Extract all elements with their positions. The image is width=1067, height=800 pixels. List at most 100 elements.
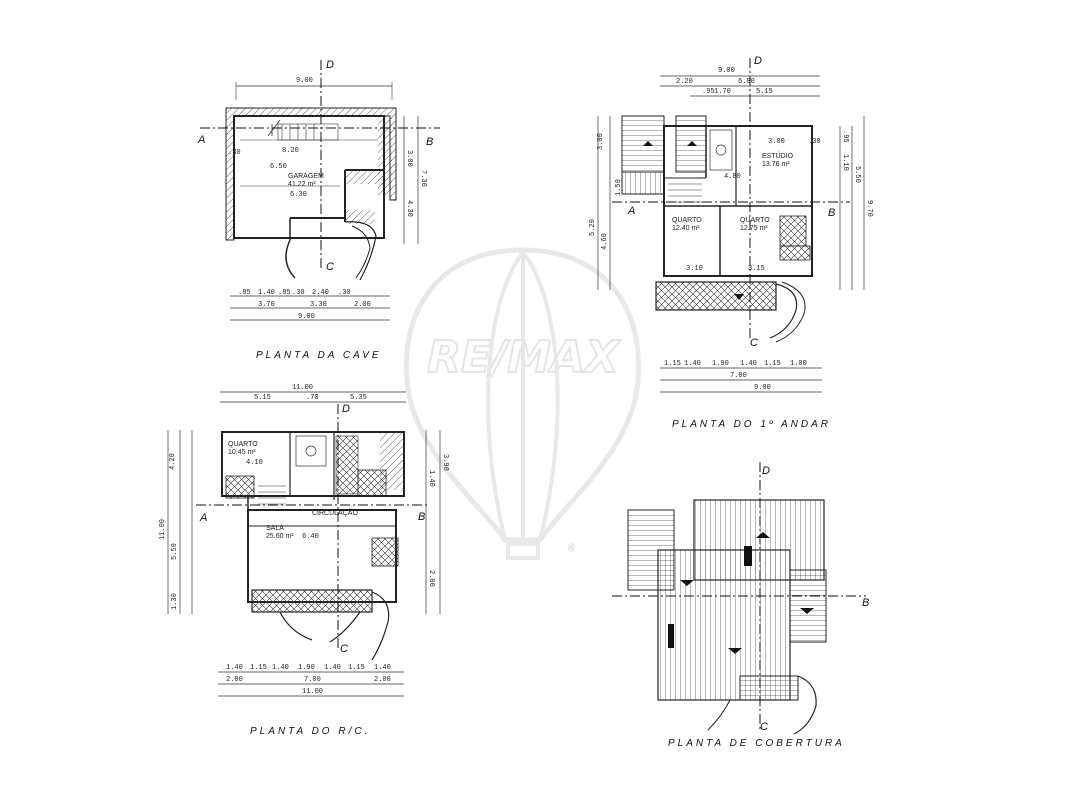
roof-section-d: D xyxy=(762,465,770,477)
rc-dim-top-c: 5.35 xyxy=(350,394,367,402)
cave-dim-left-small: .30 xyxy=(228,149,241,157)
rc-title: PLANTA DO R/C. xyxy=(250,726,370,737)
ff-dim-bot-b: 1.40 xyxy=(684,360,701,368)
rc-dim-bot-a: 1.40 xyxy=(226,664,243,672)
rc-dim-right-b: 1.40 xyxy=(427,470,435,487)
ff-section-b: B xyxy=(828,207,835,219)
rc-dim-inner-a: 4.10 xyxy=(246,459,263,467)
ff-room-estudio: ESTÚDIO xyxy=(762,151,794,160)
rc-dim-bot-b: 1.15 xyxy=(250,664,267,672)
rc-dim-bot-h: 2.00 xyxy=(226,676,243,684)
ff-dim-bot-a: 1.15 xyxy=(664,360,681,368)
rc-dim-bot-e: 1.40 xyxy=(324,664,341,672)
rc-room-quarto: QUARTO xyxy=(228,441,258,448)
rc-section-d: D xyxy=(342,403,350,415)
ff-room-quarto-1-area: 12.40 m² xyxy=(672,225,700,232)
rc-dim-bot-g: 1.40 xyxy=(374,664,391,672)
cave-dim-b-a: .85 xyxy=(238,289,251,297)
cave-dim-right-h2: 7.30 xyxy=(419,170,427,187)
cave-room-garagem: GARAGEM xyxy=(288,173,324,180)
ff-dim-inner-a: 3.80 xyxy=(768,138,785,146)
ff-dim-top-d: 1.70 xyxy=(714,88,731,96)
rc-dim-top-total: 11.00 xyxy=(292,384,313,392)
remax-balloon-watermark: RE/MAX ® xyxy=(403,247,642,560)
ff-dim-mid-a: 4.80 xyxy=(724,173,741,181)
ff-room-quarto-1: QUARTO xyxy=(672,217,702,224)
watermark-registered: ® xyxy=(568,544,575,556)
rc-dim-bot-c: 1.40 xyxy=(272,664,289,672)
cave-dim-b-c: .85 xyxy=(278,289,291,297)
rc-room-circulacao: CIRCULAÇÃO xyxy=(312,508,358,517)
rc-room-sala: SALA xyxy=(266,525,284,532)
ff-room-estudio-area: 13.76 m² xyxy=(762,161,790,168)
ff-dim-right-d: 9.70 xyxy=(865,200,873,217)
ff-dim-left-b: 5.20 xyxy=(589,219,597,236)
ff-dim-bot-f: 1.00 xyxy=(790,360,807,368)
ff-dim-top-e: 5.15 xyxy=(756,88,773,96)
cave-dim-inner-w1: 8.20 xyxy=(282,147,299,155)
rc-section-c: C xyxy=(340,643,348,655)
cave-dim-b-h: 3.30 xyxy=(310,301,327,309)
cave-dim-b-d: .30 xyxy=(292,289,305,297)
plan-first-floor: 9.00 2.20 6.80 .95 1.70 5.15 xyxy=(589,55,873,430)
cave-dim-b-f: .30 xyxy=(338,289,351,297)
cave-dim-inner-h: 6.50 xyxy=(270,163,287,171)
roof-section-c: C xyxy=(760,721,768,733)
rc-dim-left-b: 11.00 xyxy=(159,519,167,540)
ff-room-quarto-2-area: 12.75 m² xyxy=(740,225,768,232)
ff-dim-bot-g: 7.00 xyxy=(730,372,747,380)
ff-dim-top-a: 2.20 xyxy=(676,78,693,86)
rc-dim-top-b: .70 xyxy=(306,394,319,402)
roof-title: PLANTA DE COBERTURA xyxy=(668,738,845,749)
cave-dim-inner-w2: 6.30 xyxy=(290,191,307,199)
ff-dim-top-total: 9.00 xyxy=(718,67,735,75)
ff-dim-top-b: 6.80 xyxy=(738,78,755,86)
rc-dim-bot-i: 7.00 xyxy=(304,676,321,684)
ff-dim-bottom-a: 3.10 xyxy=(686,265,703,273)
cave-dim-right-h1: 3.00 xyxy=(405,150,413,167)
ff-section-d: D xyxy=(754,55,762,67)
ff-dim-bottom-b: 3.15 xyxy=(748,265,765,273)
ff-dim-top-c: .95 xyxy=(702,88,715,96)
rc-dim-bot-d: 1.90 xyxy=(298,664,315,672)
cave-section-d: D xyxy=(326,59,334,71)
cave-section-b: B xyxy=(426,136,433,148)
ff-section-c: C xyxy=(750,337,758,349)
ff-dim-bot-d: 1.40 xyxy=(740,360,757,368)
cave-dim-top-total: 9.00 xyxy=(296,77,313,85)
rc-room-quarto-area: 10.45 m² xyxy=(228,449,256,456)
ff-dim-left-a: 3.00 xyxy=(597,133,605,150)
cave-dim-b-b: 1.40 xyxy=(258,289,275,297)
ff-title: PLANTA DO 1º ANDAR xyxy=(672,419,831,430)
ff-dim-right-b: 1.10 xyxy=(841,154,849,171)
cave-title: PLANTA DA CAVE xyxy=(256,350,382,361)
ff-dim-bot-total: 9.00 xyxy=(754,384,771,392)
plan-ground-floor: 11.00 5.15 .70 5.35 D C A B xyxy=(159,384,449,737)
rc-section-a: A xyxy=(199,512,207,524)
ff-room-quarto-2: QUARTO xyxy=(740,217,770,224)
ff-dim-right-c: 5.50 xyxy=(853,166,861,183)
rc-dim-left-a: 4.20 xyxy=(169,453,177,470)
cave-section-c: C xyxy=(326,261,334,273)
plan-cave: 9.00 D C A B xyxy=(197,59,440,361)
rc-dim-left-d: 1.30 xyxy=(171,593,179,610)
cave-dim-b-g: 3.70 xyxy=(258,301,275,309)
ff-dim-right-a: .95 xyxy=(841,130,849,143)
rc-dim-right-a: 3.90 xyxy=(441,454,449,471)
rc-dim-bot-j: 2.00 xyxy=(374,676,391,684)
roof-section-b: B xyxy=(862,597,869,609)
cave-dim-b-i: 2.00 xyxy=(354,301,371,309)
cave-room-garagem-area: 41.22 m² xyxy=(288,181,316,188)
rc-dim-left-c: 5.50 xyxy=(171,543,179,560)
rc-dim-top-a: 5.15 xyxy=(254,394,271,402)
ff-dim-left-d: 1.50 xyxy=(615,179,623,196)
rc-dim-bot-f: 1.15 xyxy=(348,664,365,672)
cave-section-a: A xyxy=(197,134,205,146)
ff-dim-bot-e: 1.15 xyxy=(764,360,781,368)
watermark-brand: RE/MAX xyxy=(427,332,621,383)
ff-dim-bot-c: 1.90 xyxy=(712,360,729,368)
rc-dim-bot-total: 11.00 xyxy=(302,688,323,696)
ff-dim-left-c: 4.60 xyxy=(601,233,609,250)
